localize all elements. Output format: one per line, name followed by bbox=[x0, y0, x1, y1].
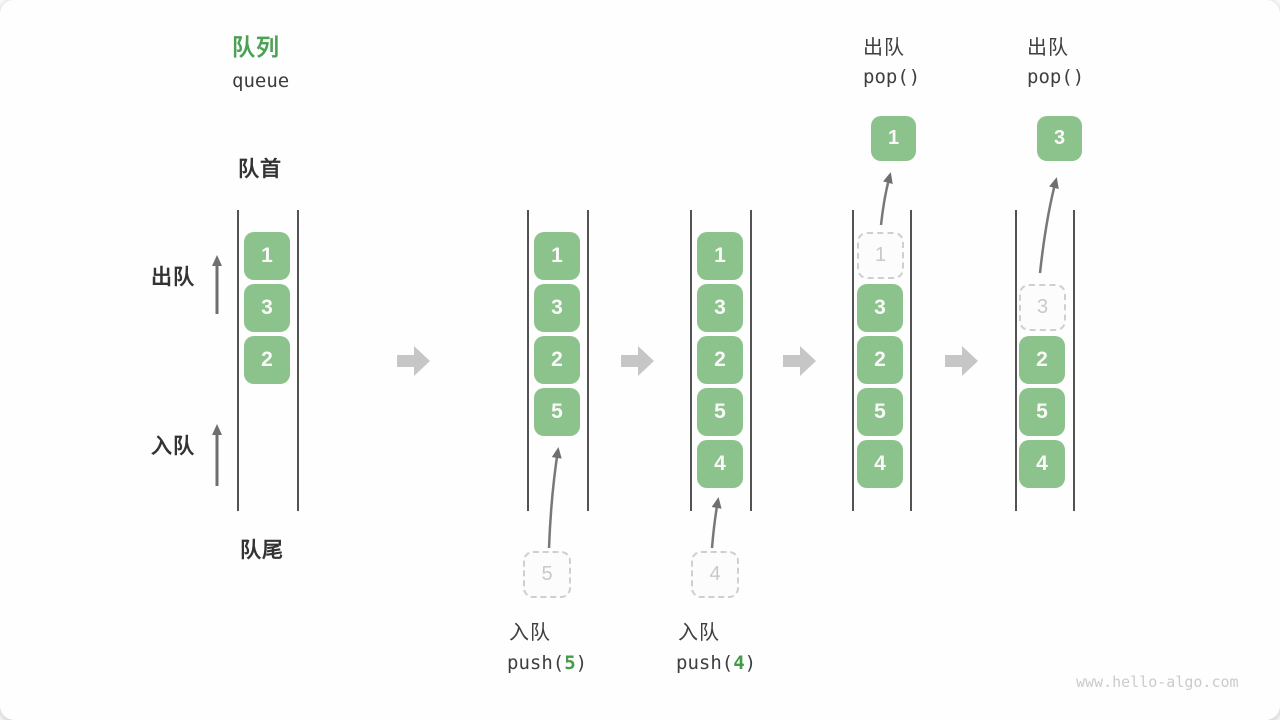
push1-code-post: ) bbox=[575, 652, 588, 674]
queue-item: 2 bbox=[857, 336, 903, 384]
queue-item: 2 bbox=[534, 336, 580, 384]
queue-item: 1 bbox=[697, 232, 743, 280]
push1-code-arg: 5 bbox=[564, 652, 576, 674]
queue-item: 5 bbox=[1019, 388, 1065, 436]
staged-item-4: 4 bbox=[691, 551, 739, 598]
queue-item-ghost: 1 bbox=[857, 232, 904, 279]
diagram-title-zh: 队列 bbox=[232, 34, 280, 60]
push2-code-label: push(4) bbox=[676, 652, 756, 674]
pop1-code-label: pop() bbox=[863, 66, 921, 88]
push2-code-arg: 4 bbox=[733, 652, 745, 674]
state-transition-arrow bbox=[621, 346, 654, 376]
queue-rear-label: 队尾 bbox=[240, 539, 284, 562]
queue-column-line bbox=[690, 210, 692, 511]
queue-column-line bbox=[852, 210, 854, 511]
queue-front-label: 队首 bbox=[238, 158, 282, 181]
queue-item: 5 bbox=[697, 388, 743, 436]
push2-code-pre: push( bbox=[676, 652, 734, 674]
queue-column-line bbox=[1073, 210, 1075, 511]
queue-item: 2 bbox=[1019, 336, 1065, 384]
pop2-label-zh: 出队 bbox=[1027, 37, 1069, 59]
dequeue-side-label: 出队 bbox=[151, 266, 195, 289]
dequeue-arrow-pop1 bbox=[879, 172, 893, 226]
pop1-label-zh: 出队 bbox=[863, 37, 905, 59]
queue-item: 5 bbox=[534, 388, 580, 436]
queue-column-line bbox=[587, 210, 589, 511]
push1-label-zh: 入队 bbox=[509, 622, 551, 644]
push2-label-zh: 入队 bbox=[678, 622, 720, 644]
state-transition-arrow bbox=[783, 346, 816, 376]
popped-item-3: 3 bbox=[1037, 116, 1082, 161]
enqueue-arrow-push4 bbox=[710, 497, 722, 549]
queue-column-line bbox=[1015, 210, 1017, 511]
queue-item: 4 bbox=[697, 440, 743, 488]
pop2-code-label: pop() bbox=[1027, 66, 1085, 88]
queue-item: 4 bbox=[1019, 440, 1065, 488]
queue-item: 1 bbox=[244, 232, 290, 280]
queue-column-line bbox=[527, 210, 529, 511]
queue-item: 3 bbox=[244, 284, 290, 332]
queue-column-line bbox=[237, 210, 239, 511]
queue-item: 4 bbox=[857, 440, 903, 488]
queue-item: 3 bbox=[857, 284, 903, 332]
queue-item: 3 bbox=[697, 284, 743, 332]
staged-item-5: 5 bbox=[523, 551, 571, 598]
queue-item: 5 bbox=[857, 388, 903, 436]
queue-column-line bbox=[297, 210, 299, 511]
state-transition-arrow bbox=[945, 346, 978, 376]
queue-item-ghost: 3 bbox=[1019, 284, 1066, 331]
queue-item: 2 bbox=[244, 336, 290, 384]
enqueue-side-label: 入队 bbox=[151, 435, 195, 458]
enqueue-arrow-push5 bbox=[547, 447, 562, 549]
push1-code-pre: push( bbox=[507, 652, 565, 674]
dequeue-arrow-pop3 bbox=[1038, 177, 1059, 274]
queue-item: 3 bbox=[534, 284, 580, 332]
popped-item-1: 1 bbox=[871, 116, 916, 161]
diagram-title-en: queue bbox=[232, 70, 290, 92]
queue-column-line bbox=[750, 210, 752, 511]
push2-code-post: ) bbox=[744, 652, 757, 674]
queue-item: 1 bbox=[534, 232, 580, 280]
queue-column-line bbox=[910, 210, 912, 511]
push1-code-label: push(5) bbox=[507, 652, 587, 674]
queue-item: 2 bbox=[697, 336, 743, 384]
watermark: www.hello-algo.com bbox=[1076, 673, 1239, 691]
state-transition-arrow bbox=[397, 346, 430, 376]
